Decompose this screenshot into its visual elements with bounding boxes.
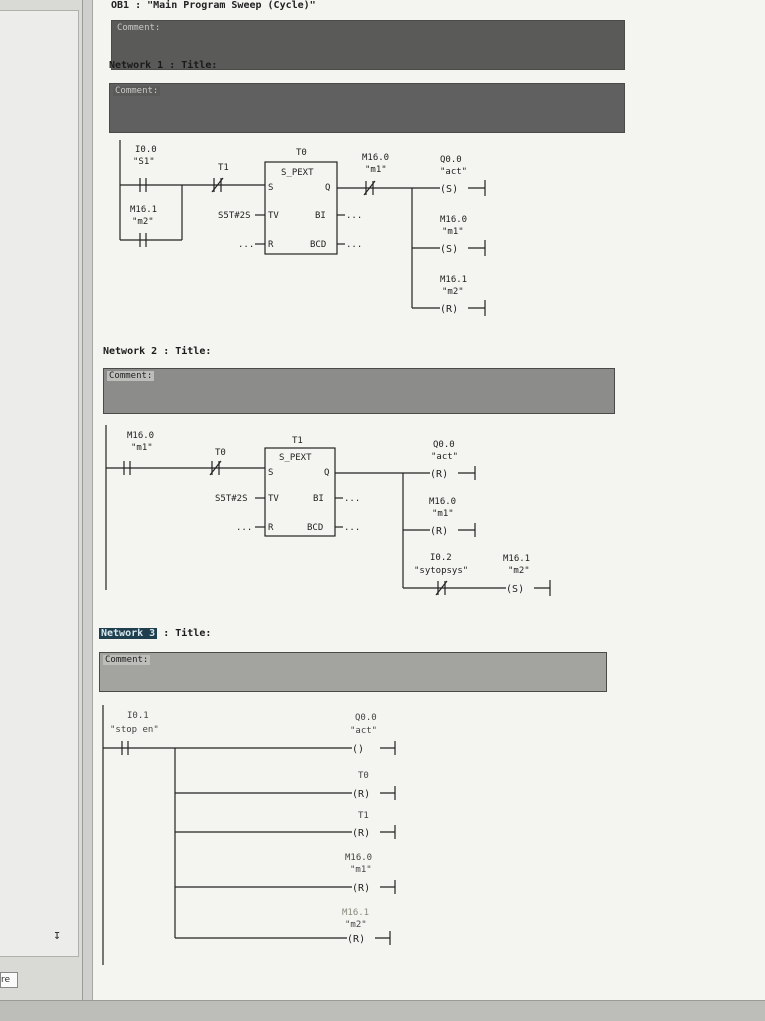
n1-contact-0-addr[interactable]: I0.0 <box>135 145 157 155</box>
n1-coil-0-sym[interactable]: "act" <box>440 167 467 177</box>
n2-pin-bcd[interactable]: BCD <box>307 523 323 533</box>
n2-coil-2-addr[interactable]: M16.1 <box>503 554 530 564</box>
block-comment-field[interactable]: Comment: <box>111 20 625 70</box>
n1-coil-0-addr[interactable]: Q0.0 <box>440 155 462 165</box>
n1-coil-2-addr[interactable]: M16.1 <box>440 275 467 285</box>
n3-contact-0-addr[interactable]: I0.1 <box>127 711 149 721</box>
n3-coil-1-addr[interactable]: T0 <box>358 771 369 781</box>
n2-pin-tv[interactable]: TV <box>268 494 279 504</box>
n3-coil-0-sym[interactable]: "act" <box>350 726 377 736</box>
network-3-title[interactable]: Network 3 : Title: <box>99 628 211 639</box>
n1-pin-r[interactable]: R <box>268 240 274 250</box>
n2-open-bcd[interactable]: ... <box>344 523 360 533</box>
n1-pin-q[interactable]: Q <box>325 183 330 193</box>
n1-coil-1[interactable]: (S) <box>440 244 458 255</box>
n1-open-bcd[interactable]: ... <box>346 240 362 250</box>
n1-coil-1-addr[interactable]: M16.0 <box>440 215 467 225</box>
n2-coil-1[interactable]: (R) <box>430 526 448 537</box>
n2-coil-0-sym[interactable]: "act" <box>431 452 458 462</box>
n2-contact-2-sym[interactable]: "sytopsys" <box>414 566 468 576</box>
status-bar <box>0 1000 765 1021</box>
n1-coil-1-sym[interactable]: "m1" <box>442 227 464 237</box>
n3-coil-3[interactable]: (R) <box>352 883 370 894</box>
n3-coil-4[interactable]: (R) <box>347 934 365 945</box>
n2-pin-s[interactable]: S <box>268 468 273 478</box>
n2-pin-r[interactable]: R <box>268 523 274 533</box>
n1-pin-tv[interactable]: TV <box>268 211 279 221</box>
n3-coil-2[interactable]: (R) <box>352 828 370 839</box>
network-2-title[interactable]: Network 2 : Title: <box>103 346 212 357</box>
n3-coil-2-addr[interactable]: T1 <box>358 811 369 821</box>
n3-contact-0-sym[interactable]: "stop en" <box>110 725 159 735</box>
n3-coil-0-addr[interactable]: Q0.0 <box>355 713 377 723</box>
network-1-comment-field[interactable]: Comment: <box>109 83 625 133</box>
n2-pin-q[interactable]: Q <box>324 468 329 478</box>
n1-coil-2[interactable]: (R) <box>440 304 458 315</box>
arrow-step-icon[interactable]: ↧ <box>53 928 61 943</box>
comment-label: Comment: <box>113 86 161 96</box>
ladder-editor[interactable]: OB1 : "Main Program Sweep (Cycle)" Comme… <box>92 0 765 1000</box>
block-title: OB1 : "Main Program Sweep (Cycle)" <box>111 0 316 11</box>
n2-open-bi[interactable]: ... <box>344 494 360 504</box>
n2-contact-1-addr[interactable]: T0 <box>215 448 226 458</box>
n1-coil-0[interactable]: (S) <box>440 184 458 195</box>
n2-coil-0-addr[interactable]: Q0.0 <box>433 440 455 450</box>
n1-contact-1-addr[interactable]: M16.1 <box>130 205 157 215</box>
n1-timer-tv[interactable]: S5T#2S <box>218 211 251 221</box>
n1-coil-2-sym[interactable]: "m2" <box>442 287 464 297</box>
n2-pin-bi[interactable]: BI <box>313 494 324 504</box>
n2-open-r[interactable]: ... <box>236 523 252 533</box>
network-3-title-suffix: : Title: <box>157 628 212 639</box>
n1-contact-3-sym[interactable]: "m1" <box>365 165 387 175</box>
ladder-diagram: (S) (S) (R) (R) (R) (S) () (R) (R) (R) (… <box>102 140 551 965</box>
n1-open-r[interactable]: ... <box>238 240 254 250</box>
n2-timer-type[interactable]: S_PEXT <box>279 453 312 463</box>
n1-open-bi[interactable]: ... <box>346 211 362 221</box>
n2-timer-tv[interactable]: S5T#2S <box>215 494 248 504</box>
comment-label: Comment: <box>107 371 155 381</box>
left-panel-area <box>0 10 79 957</box>
n3-coil-3-addr[interactable]: M16.0 <box>345 853 372 863</box>
network-1-title[interactable]: Network 1 : Title: <box>109 60 218 71</box>
network-3-comment-field[interactable]: Comment: <box>99 652 607 692</box>
comment-label: Comment: <box>103 655 151 665</box>
n3-coil-3-sym[interactable]: "m1" <box>350 865 372 875</box>
n1-contact-1-sym[interactable]: "m2" <box>132 217 154 227</box>
left-pane: ↧ re <box>0 0 83 1000</box>
n1-pin-bcd[interactable]: BCD <box>310 240 326 250</box>
network-3-selected-label[interactable]: Network 3 <box>99 628 158 639</box>
n1-pin-s[interactable]: S <box>268 183 273 193</box>
n1-pin-bi[interactable]: BI <box>315 211 326 221</box>
left-tab[interactable]: re <box>0 972 18 988</box>
n2-coil-0[interactable]: (R) <box>430 469 448 480</box>
n2-coil-1-addr[interactable]: M16.0 <box>429 497 456 507</box>
network-2-comment-field[interactable]: Comment: <box>103 368 615 414</box>
n2-contact-0-addr[interactable]: M16.0 <box>127 431 154 441</box>
n3-coil-4-sym[interactable]: "m2" <box>345 920 367 930</box>
n3-coil-0[interactable]: () <box>352 744 364 755</box>
n2-timer-name[interactable]: T1 <box>292 436 303 446</box>
n2-coil-2[interactable]: (S) <box>506 584 524 595</box>
n2-contact-2-addr[interactable]: I0.2 <box>430 553 452 563</box>
n1-contact-0-sym[interactable]: "S1" <box>133 157 155 167</box>
n1-contact-2-addr[interactable]: T1 <box>218 163 229 173</box>
n3-coil-1[interactable]: (R) <box>352 789 370 800</box>
n1-timer-name[interactable]: T0 <box>296 148 307 158</box>
n1-timer-type[interactable]: S_PEXT <box>281 168 314 178</box>
n1-contact-3-addr[interactable]: M16.0 <box>362 153 389 163</box>
n2-coil-1-sym[interactable]: "m1" <box>432 509 454 519</box>
n3-coil-4-addr[interactable]: M16.1 <box>342 908 369 918</box>
n2-contact-0-sym[interactable]: "m1" <box>131 443 153 453</box>
comment-label: Comment: <box>115 23 163 33</box>
n2-coil-2-sym[interactable]: "m2" <box>508 566 530 576</box>
